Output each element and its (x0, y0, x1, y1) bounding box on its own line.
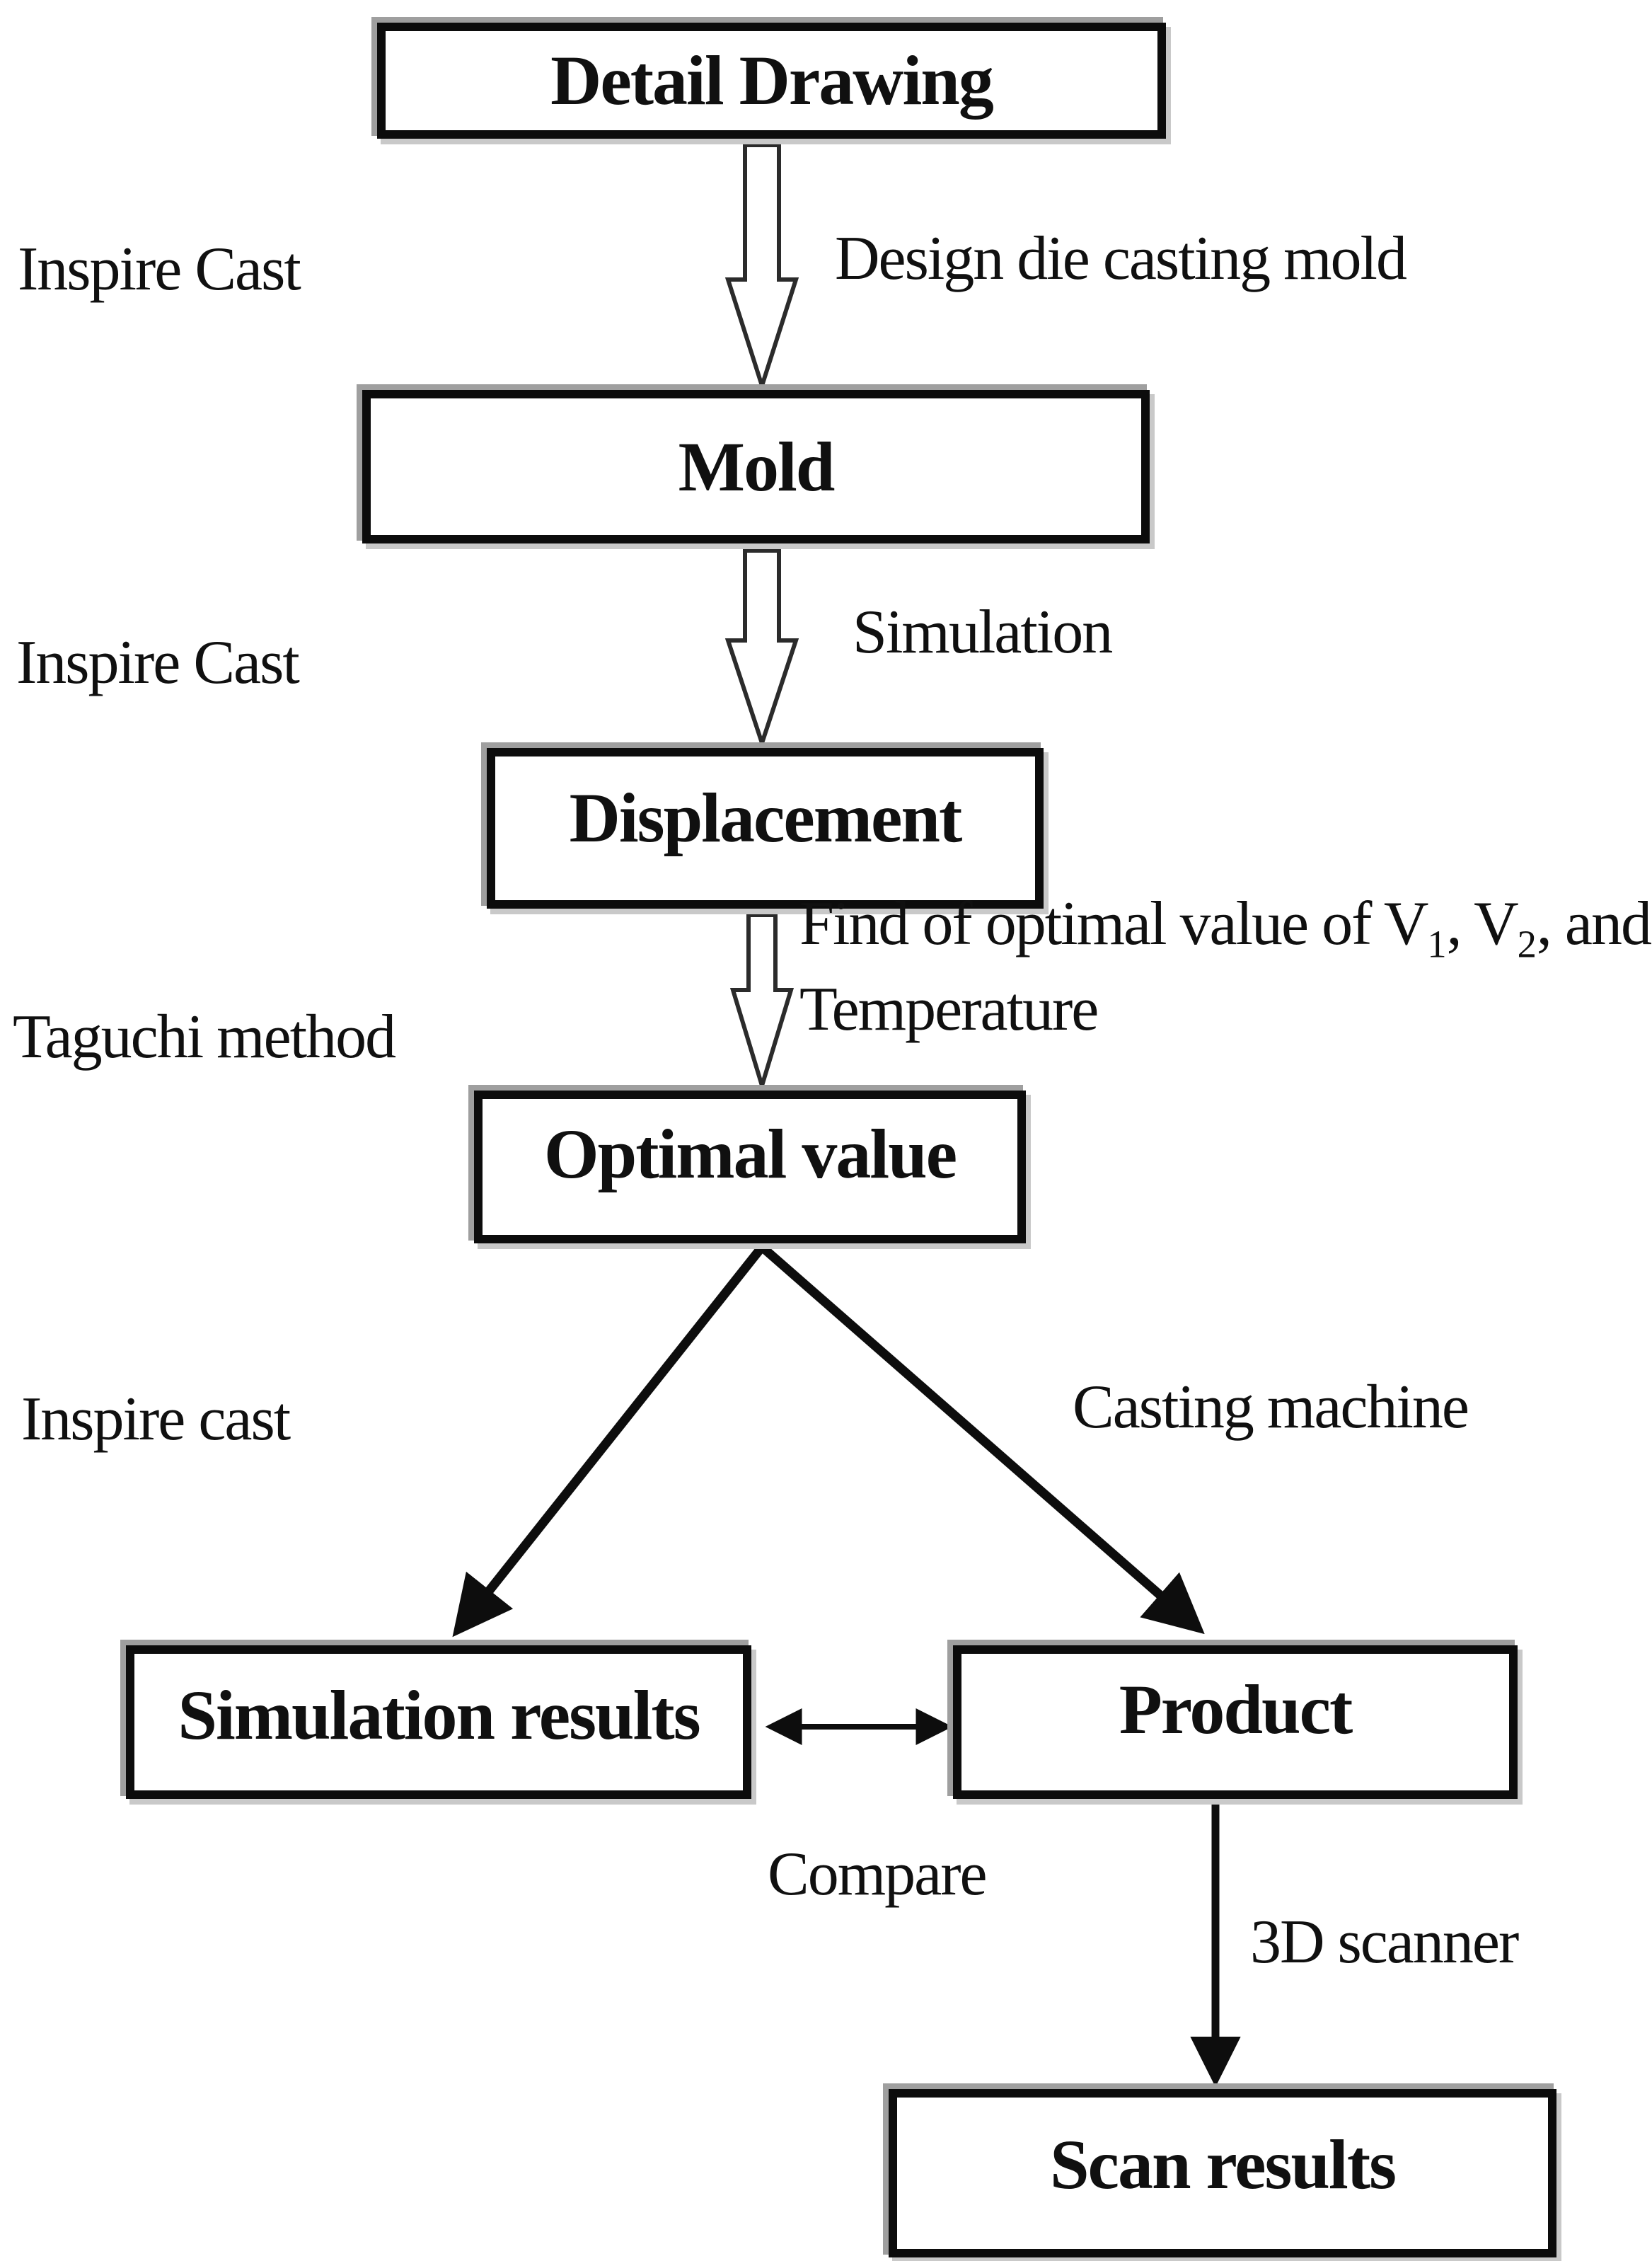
box-displacement: Displacement (487, 748, 1044, 909)
box-detail-drawing-label: Detail Drawing (550, 41, 994, 120)
box-simulation-results-label: Simulation results (178, 1675, 700, 1754)
box-mold-label: Mold (678, 427, 836, 506)
arrow-optimal-to-product (758, 1243, 1205, 1635)
hollow-arrow-detail-to-mold (724, 143, 799, 393)
label-inspire-cast-lower: Inspire cast (21, 1385, 291, 1454)
label-compare: Compare (768, 1840, 988, 1909)
box-scan-results: Scan results (889, 2089, 1556, 2257)
label-find-optimal-line1: Find of optimal value of V1, V2, and (799, 881, 1652, 967)
box-optimal-value: Optimal value (474, 1091, 1026, 1243)
hollow-arrow-mold-to-displacement (724, 548, 799, 750)
box-product-label: Product (1119, 1669, 1353, 1749)
label-find-optimal-line2: Temperature (799, 975, 1099, 1045)
box-detail-drawing: Detail Drawing (377, 23, 1166, 139)
find-optimal-mid: , V (1446, 890, 1519, 958)
label-casting-machine: Casting machine (1073, 1373, 1469, 1442)
label-inspire-cast-mid: Inspire Cast (16, 628, 300, 697)
label-3d-scanner: 3D scanner (1250, 1908, 1519, 1977)
box-scan-results-label: Scan results (1049, 2125, 1397, 2204)
find-optimal-prefix: Find of optimal value of V (799, 890, 1428, 958)
label-design-die-casting-mold: Design die casting mold (835, 224, 1407, 293)
find-optimal-sub1: 1 (1427, 922, 1447, 966)
box-mold: Mold (362, 390, 1150, 543)
label-taguchi-method: Taguchi method (13, 1003, 396, 1071)
box-simulation-results: Simulation results (126, 1645, 751, 1799)
label-simulation: Simulation (853, 598, 1113, 667)
find-optimal-sub2: 2 (1517, 922, 1537, 966)
box-product: Product (953, 1645, 1518, 1799)
find-optimal-suffix: , and (1536, 890, 1652, 958)
hollow-arrow-displacement-to-optimal (729, 913, 795, 1093)
label-inspire-cast-top: Inspire Cast (18, 235, 301, 304)
label-find-optimal: Find of optimal value of V1, V2, and Tem… (799, 881, 1652, 1053)
arrow-optimal-to-simulation-results (452, 1243, 766, 1638)
box-optimal-value-label: Optimal value (543, 1115, 957, 1193)
box-displacement-label: Displacement (569, 778, 963, 857)
